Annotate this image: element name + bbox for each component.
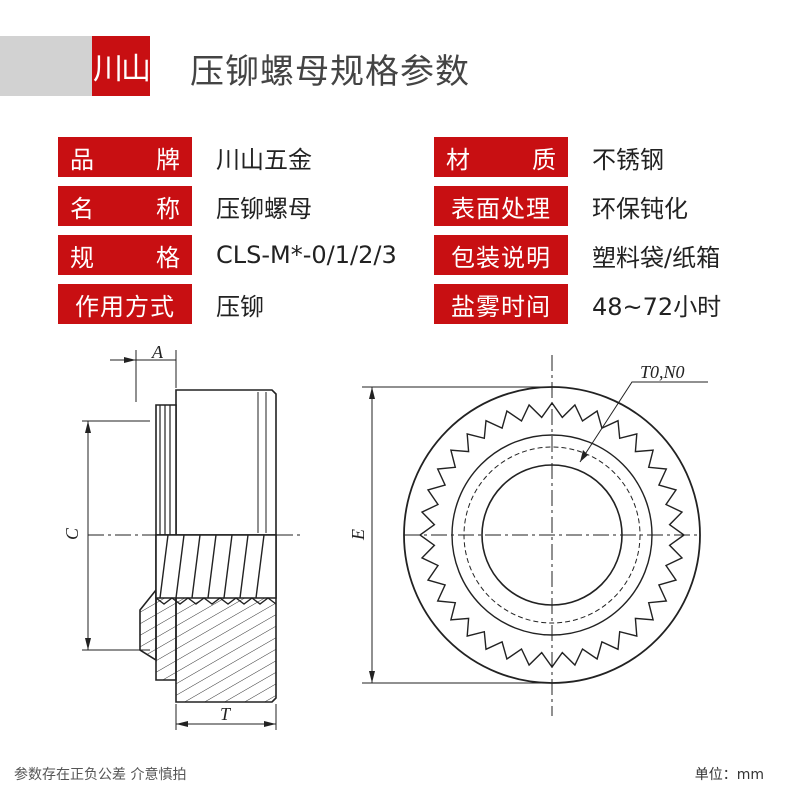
- spec-label-name: 名 称: [58, 186, 192, 226]
- brand-logo: 川山: [92, 36, 151, 96]
- spec-label-name-char2: 称: [156, 194, 180, 223]
- spec-row-material: 材 质 不锈钢: [434, 137, 774, 177]
- spec-value-brand: 川山五金: [216, 145, 312, 174]
- technical-drawing: C A T E T0,N0: [62, 342, 708, 730]
- spec-label-material-char1: 材: [446, 145, 470, 174]
- spec-value-surface: 环保钝化: [592, 194, 688, 223]
- spec-label-salt-spray: 盐雾时间: [434, 284, 568, 324]
- front-view: [362, 355, 708, 716]
- thread-callout: T0,N0: [640, 362, 685, 382]
- spec-row-name: 名 称 压铆螺母: [58, 186, 398, 226]
- spec-row-salt-spray: 盐雾时间 48~72小时: [434, 284, 774, 324]
- header-gray-block: [0, 36, 92, 96]
- spec-value-material: 不锈钢: [592, 145, 664, 174]
- dim-e-label: E: [348, 529, 368, 541]
- spec-value-name: 压铆螺母: [216, 194, 312, 223]
- spec-label-brand-char2: 牌: [156, 145, 180, 174]
- spec-row-surface: 表面处理 环保钝化: [434, 186, 774, 226]
- spec-row-packaging: 包装说明 塑料袋/纸箱: [434, 235, 774, 275]
- header: 川山 压铆螺母规格参数: [0, 36, 790, 96]
- side-view: [82, 350, 302, 730]
- spec-label-surface: 表面处理: [434, 186, 568, 226]
- spec-label-spec: 规 格: [58, 235, 192, 275]
- dim-c-label: C: [62, 527, 82, 540]
- spec-label-spec-char2: 格: [156, 243, 180, 272]
- spec-label-name-char1: 名: [70, 194, 94, 223]
- spec-row-brand: 品 牌 川山五金: [58, 137, 398, 177]
- spec-row-method: 作用方式 压铆: [58, 284, 398, 324]
- spec-label-packaging: 包装说明: [434, 235, 568, 275]
- dim-t-label: T: [220, 704, 232, 724]
- spec-label-brand-char1: 品: [70, 145, 94, 174]
- spec-label-material: 材 质: [434, 137, 568, 177]
- spec-value-packaging: 塑料袋/纸箱: [592, 243, 721, 272]
- spec-label-material-char2: 质: [532, 145, 556, 174]
- dim-a-label: A: [151, 342, 164, 362]
- spec-row-spec: 规 格 CLS-M*-0/1/2/3: [58, 235, 418, 275]
- brand-logo-text: 川山: [93, 52, 151, 87]
- tolerance-note: 参数存在正负公差 介意慎拍: [14, 767, 187, 783]
- spec-label-spec-char1: 规: [70, 243, 94, 272]
- unit-note: 单位：mm: [694, 767, 764, 783]
- spec-value-salt-spray: 48~72小时: [592, 292, 722, 321]
- spec-label-brand: 品 牌: [58, 137, 192, 177]
- spec-label-method: 作用方式: [58, 284, 192, 324]
- spec-value-spec: CLS-M*-0/1/2/3: [216, 241, 397, 269]
- page-title: 压铆螺母规格参数: [190, 52, 470, 92]
- spec-value-method: 压铆: [216, 292, 264, 321]
